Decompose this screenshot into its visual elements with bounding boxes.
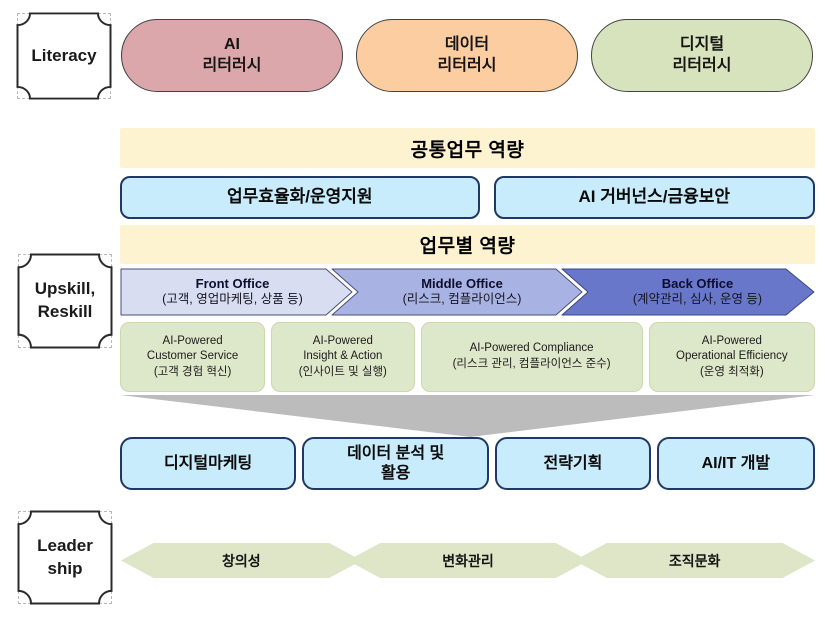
literacy-item-line1: 데이터 (444, 35, 490, 53)
ai-box-compliance: AI-Powered Compliance (리스크 관리, 컴플라이언스 준수… (420, 322, 643, 392)
upskill-label-line1: Upskill, (34, 279, 96, 299)
skill-box-text: 업무효율화/운영지원 (227, 187, 373, 207)
ai-box-line2: Insight & Action (303, 350, 383, 363)
skill-box-efficiency-operations: 업무효율화/운영지원 (120, 176, 480, 219)
ai-box-line2: (리스크 관리, 컴플라이언스 준수) (452, 358, 611, 370)
literacy-item-line2: 리터러시 (437, 56, 497, 74)
ai-box-line1: AI-Powered (162, 334, 223, 347)
upskill-plaque-label: Upskill, Reskill (17, 253, 113, 349)
career-box-digital-marketing: 디지털마케팅 (120, 437, 297, 490)
funnel-down-arrow (120, 395, 815, 437)
common-skills-row: 업무효율화/운영지원 AI 거버넌스/금융보안 (120, 176, 815, 219)
back-office-chevron-shape (561, 268, 815, 316)
leadership-label-line1: Leader (37, 535, 93, 555)
literacy-plaque: Literacy (16, 12, 112, 100)
role-skills-header: 업무별 역량 (120, 225, 815, 264)
middle-office-chevron-shape (331, 268, 583, 316)
literacy-item-line1: AI (224, 35, 240, 53)
ai-box-line3: (인사이트 및 실행) (298, 365, 387, 378)
literacy-row: AI 리터러시 데이터 리터러시 디지털 리터러시 (121, 19, 813, 92)
literacy-item-digital: 디지털 리터러시 (591, 19, 813, 92)
hexagon-text: 창의성 (222, 552, 261, 569)
upskill-label-line2: Reskill (37, 302, 93, 321)
ai-box-line3: (운영 최적화) (699, 365, 764, 378)
ai-box-line1: AI-Powered Compliance (469, 342, 594, 355)
upskill-reskill-plaque: Upskill, Reskill (17, 253, 113, 349)
plaque-shape (16, 12, 112, 100)
office-chevron-band: Front Office (고객, 영업마케팅, 상품 등) Middle Of… (120, 268, 820, 316)
career-box-strategy-planning: 전략기획 (495, 437, 651, 490)
literacy-label-text: Literacy (31, 45, 97, 65)
literacy-plaque-label: Literacy (16, 12, 112, 100)
ai-capability-row: AI-Powered Customer Service (고객 경험 혁신) A… (120, 322, 815, 392)
ai-box-line1: AI-Powered (701, 334, 762, 347)
office-desc: (리스크, 컴플라이언스) (402, 292, 522, 307)
front-office-chevron-shape (120, 268, 353, 316)
office-front: Front Office (고객, 영업마케팅, 상품 등) (120, 268, 345, 316)
office-back: Back Office (계약관리, 심사, 운영 등) (580, 268, 815, 316)
literacy-item-line2: 리터러시 (672, 56, 732, 74)
leadership-plaque-label: Leader ship (17, 510, 113, 605)
career-box-data-analysis: 데이터 분석 및 활용 (302, 437, 490, 490)
office-desc: (계약관리, 심사, 운영 등) (632, 292, 763, 307)
ai-box-line2: Operational Efficiency (676, 350, 788, 363)
office-title: Front Office (195, 276, 270, 292)
hexagon-text: 변화관리 (442, 552, 494, 569)
leadership-label-line2: ship (47, 558, 83, 578)
role-skills-header-text: 업무별 역량 (419, 236, 516, 257)
literacy-item-line1: 디지털 (679, 35, 725, 53)
leadership-row: 창의성 변화관리 조직문화 (121, 543, 816, 578)
literacy-item-line2: 리터러시 (202, 56, 262, 74)
career-row: 디지털마케팅 데이터 분석 및 활용 전략기획 AI/IT 개발 (120, 437, 815, 490)
career-box-ai-it-development: AI/IT 개발 (656, 437, 815, 490)
plaque-shape (17, 253, 113, 349)
literacy-item-ai: AI 리터러시 (121, 19, 343, 92)
career-box-text: 디지털마케팅 (163, 454, 253, 472)
leadership-value-creativity: 창의성 (121, 543, 362, 578)
common-skills-header-text: 공통업무 역량 (410, 139, 525, 161)
hexagon-text: 조직문화 (668, 552, 721, 569)
skill-box-ai-governance-security: AI 거버넌스/금융보안 (493, 176, 815, 219)
career-box-text: 전략기획 (543, 454, 603, 472)
ai-box-line1: AI-Powered (312, 334, 373, 347)
literacy-item-data: 데이터 리터러시 (356, 19, 578, 92)
skill-box-text: AI 거버넌스/금융보안 (578, 187, 731, 207)
leadership-plaque: Leader ship (17, 510, 113, 605)
plaque-shape (17, 510, 113, 605)
office-chevron-shapes (120, 268, 815, 316)
ai-box-line3: (고객 경험 혁신) (153, 365, 232, 378)
office-middle: Middle Office (리스크, 컴플라이언스) (348, 268, 576, 316)
office-title: Back Office (661, 276, 734, 292)
leadership-value-change-management: 변화관리 (347, 543, 589, 578)
ai-box-line2: Customer Service (146, 350, 239, 363)
ai-box-operational-efficiency: AI-Powered Operational Efficiency (운영 최적… (648, 322, 815, 392)
ai-box-customer-service: AI-Powered Customer Service (고객 경험 혁신) (120, 322, 266, 392)
office-title: Middle Office (421, 276, 503, 292)
career-box-text: 데이터 분석 및 활용 (347, 445, 445, 482)
office-desc: (고객, 영업마케팅, 상품 등) (162, 292, 303, 307)
common-skills-header: 공통업무 역량 (120, 128, 815, 168)
ai-box-insight-action: AI-Powered Insight & Action (인사이트 및 실행) (271, 322, 415, 392)
leadership-value-org-culture: 조직문화 (574, 543, 816, 578)
career-box-text: AI/IT 개발 (701, 454, 771, 472)
